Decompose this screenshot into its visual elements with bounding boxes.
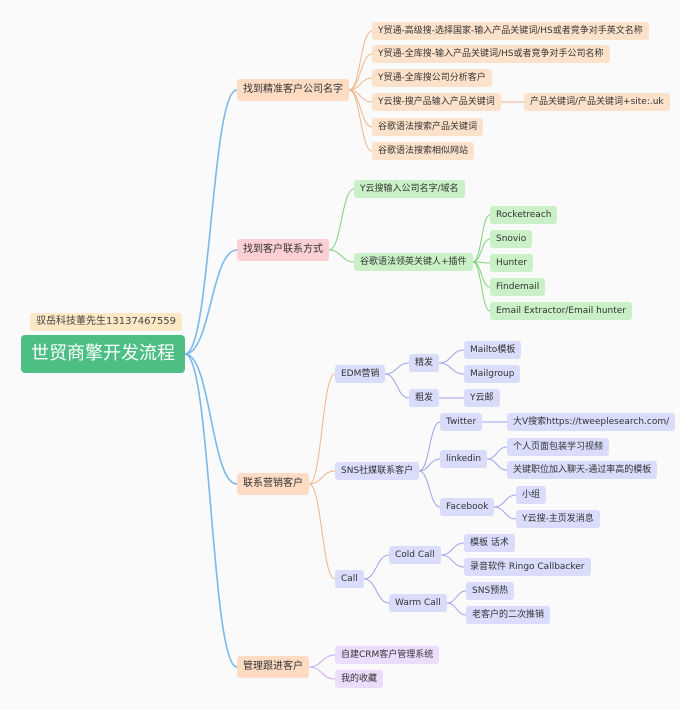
connector-branch-contact-marketing-to-node-sns bbox=[308, 470, 336, 485]
connector-leaf-google-linkedin-plugin-to-leaf-plugin-rocketreach bbox=[472, 214, 491, 263]
node-edm[interactable]: EDM营销 bbox=[335, 365, 386, 383]
leaf-plugin-findemail[interactable]: Findemail bbox=[490, 278, 546, 296]
connector-branch-find-contact-to-leaf-yyunsou-domain bbox=[328, 188, 355, 251]
connector-node-cold-call-to-leaf-call-script bbox=[440, 542, 465, 556]
leaf-plugin-hunter[interactable]: Hunter bbox=[490, 254, 533, 272]
leaf-recording-software[interactable]: 录音软件 Ringo Callbacker bbox=[464, 558, 591, 576]
node-cold-call[interactable]: Cold Call bbox=[389, 546, 441, 564]
connector-root-topic-to-branch-find-company bbox=[184, 89, 238, 355]
node-warm-call[interactable]: Warm Call bbox=[389, 594, 447, 612]
connector-node-edm-to-node-edm-fine bbox=[384, 362, 410, 375]
leaf-facebook-message[interactable]: Y云搜-主页发消息 bbox=[516, 510, 600, 528]
leaf-plugin-rocketreach[interactable]: Rocketreach bbox=[490, 206, 558, 224]
connector-node-facebook-to-leaf-facebook-groups bbox=[493, 494, 517, 508]
leaf-google-linkedin-plugin[interactable]: 谷歌语法领英关键人+插件 bbox=[354, 253, 473, 271]
connector-node-warm-call-to-leaf-sns-warmup bbox=[446, 590, 467, 604]
node-sns[interactable]: SNS社媒联系客户 bbox=[335, 462, 420, 480]
connector-node-sns-to-node-twitter bbox=[418, 421, 441, 472]
connector-leaf-google-linkedin-plugin-to-leaf-plugin-findemail bbox=[472, 261, 491, 288]
root-topic[interactable]: 世贸商擎开发流程 bbox=[21, 335, 185, 373]
connector-node-sns-to-node-linkedin bbox=[418, 458, 441, 472]
connector-root-topic-to-branch-find-contact bbox=[184, 249, 238, 355]
connector-leaf-google-linkedin-plugin-to-leaf-plugin-snovio bbox=[472, 238, 491, 263]
connector-branch-find-company-to-leaf-ymaotong-full-search bbox=[348, 53, 373, 91]
connector-branch-find-company-to-leaf-ymaotong-advanced-search bbox=[348, 30, 373, 91]
leaf-profile-video[interactable]: 个人页面包装学习视频 bbox=[507, 438, 610, 456]
leaf-call-script[interactable]: 模板 话术 bbox=[464, 534, 515, 552]
leaf-plugin-snovio[interactable]: Snovio bbox=[490, 230, 533, 248]
connector-node-sns-to-node-facebook bbox=[418, 470, 441, 508]
leaf-google-syntax-site[interactable]: 产品关键词/产品关键词+site:.uk bbox=[524, 93, 670, 111]
leaf-facebook-groups[interactable]: 小组 bbox=[516, 486, 547, 504]
branch-manage-followup[interactable]: 管理跟进客户 bbox=[237, 656, 309, 678]
leaf-google-similar-sites[interactable]: 谷歌语法搜索相似网站 bbox=[372, 142, 475, 160]
connector-node-edm-fine-to-leaf-mailgroup bbox=[438, 362, 465, 375]
connector-node-facebook-to-leaf-facebook-message bbox=[493, 506, 517, 520]
connector-node-warm-call-to-leaf-repeat-sales bbox=[446, 602, 467, 616]
connector-root-topic-to-branch-manage-followup bbox=[184, 353, 238, 668]
connector-branch-manage-followup-to-leaf-my-favorites bbox=[308, 666, 336, 680]
leaf-yyunsou-product-search[interactable]: Y云搜-搜产品输入产品关键词 bbox=[372, 93, 501, 111]
node-facebook[interactable]: Facebook bbox=[440, 498, 495, 516]
connector-node-cold-call-to-leaf-recording-software bbox=[440, 554, 465, 568]
connector-node-edm-fine-to-leaf-mailto-template bbox=[438, 349, 465, 364]
connector-node-linkedin-to-leaf-chat-template bbox=[486, 458, 508, 471]
connector-branch-contact-marketing-to-node-call bbox=[308, 483, 336, 580]
connector-node-linkedin-to-leaf-profile-video bbox=[486, 446, 508, 460]
leaf-ymaotong-advanced-search[interactable]: Y贸通-高级搜-选择国家-输入产品关键词/HS或者竞争对手英文名称 bbox=[372, 22, 649, 40]
branch-find-company[interactable]: 找到精准客户公司名字 bbox=[237, 79, 349, 101]
node-edm-rough[interactable]: 粗发 bbox=[409, 389, 440, 407]
connector-node-call-to-node-warm-call bbox=[363, 578, 390, 604]
connector-branch-find-company-to-leaf-google-similar-sites bbox=[348, 89, 373, 152]
branch-find-contact[interactable]: 找到客户联系方式 bbox=[237, 239, 329, 261]
node-twitter[interactable]: Twitter bbox=[440, 413, 483, 431]
contact-note: 驭岳科技董先生13137467559 bbox=[30, 313, 182, 331]
leaf-mailgroup[interactable]: Mailgroup bbox=[464, 365, 521, 383]
leaf-sns-warmup[interactable]: SNS预热 bbox=[466, 582, 515, 600]
leaf-ymaotong-company-analysis[interactable]: Y贸通-全库搜公司分析客户 bbox=[372, 69, 492, 87]
leaf-google-product-keywords[interactable]: 谷歌语法搜索产品关键词 bbox=[372, 118, 484, 136]
connector-root-topic-to-branch-contact-marketing bbox=[184, 353, 238, 485]
connector-leaf-google-linkedin-plugin-to-leaf-plugin-email-extractor bbox=[472, 261, 491, 312]
connector-branch-find-company-to-leaf-ymaotong-company-analysis bbox=[348, 77, 373, 91]
leaf-mailto-template[interactable]: Mailto模板 bbox=[464, 341, 522, 359]
connector-branch-contact-marketing-to-node-edm bbox=[308, 373, 336, 485]
node-linkedin[interactable]: linkedin bbox=[440, 450, 488, 468]
leaf-repeat-sales[interactable]: 老客户的二次推销 bbox=[466, 606, 551, 624]
branch-contact-marketing[interactable]: 联系营销客户 bbox=[237, 473, 309, 495]
leaf-tweeplesearch[interactable]: 大V搜索https://tweeplesearch.com/ bbox=[507, 413, 676, 431]
node-edm-fine[interactable]: 精发 bbox=[409, 354, 440, 372]
leaf-yyunyou[interactable]: Y云邮 bbox=[464, 389, 500, 407]
leaf-ymaotong-full-search[interactable]: Y贸通-全库搜-输入产品关键词/HS或者竞争对手公司名称 bbox=[372, 45, 610, 63]
connector-branch-find-contact-to-leaf-google-linkedin-plugin bbox=[328, 249, 355, 263]
leaf-plugin-email-extractor[interactable]: Email Extractor/Email hunter bbox=[490, 302, 633, 320]
leaf-yyunsou-domain[interactable]: Y云搜输入公司名字/域名 bbox=[354, 180, 465, 198]
leaf-crm-system[interactable]: 自建CRM客户管理系统 bbox=[335, 646, 440, 664]
connector-branch-manage-followup-to-leaf-crm-system bbox=[308, 654, 336, 668]
leaf-chat-template[interactable]: 关键职位加入聊天-通过率高的模板 bbox=[507, 461, 658, 479]
leaf-my-favorites[interactable]: 我的收藏 bbox=[335, 670, 384, 688]
connector-node-call-to-node-cold-call bbox=[363, 554, 390, 580]
node-call[interactable]: Call bbox=[335, 570, 364, 588]
connector-node-edm-to-node-edm-rough bbox=[384, 373, 410, 399]
